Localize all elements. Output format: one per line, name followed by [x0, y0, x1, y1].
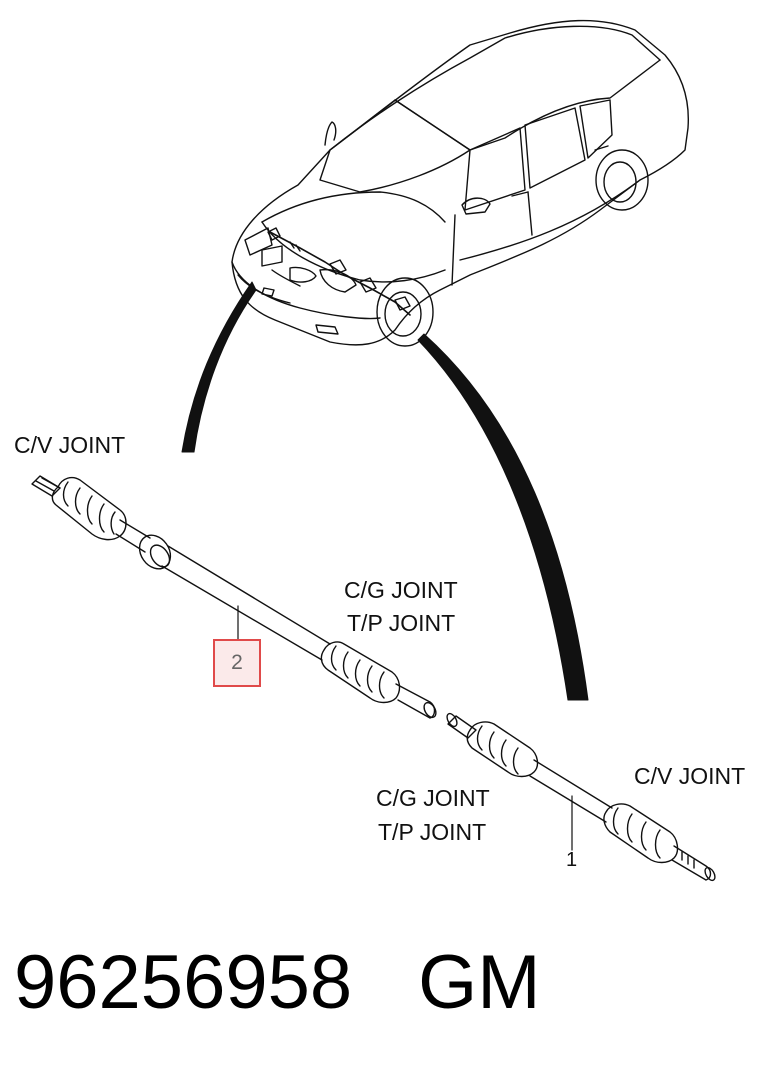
callout-2-highlight[interactable]: 2: [213, 639, 261, 687]
pointer-arrow-right: [417, 333, 589, 701]
drive-shaft-2: [31, 475, 437, 719]
label-cg-joint-upper: C/G JOINT: [344, 577, 458, 603]
label-tp-joint-lower: T/P JOINT: [378, 819, 487, 845]
car-illustration: [231, 19, 689, 347]
label-cv-joint-right: C/V JOINT: [634, 763, 746, 789]
label-cg-joint-lower: C/G JOINT: [376, 785, 490, 811]
pointer-arrow-left: [181, 281, 257, 453]
drive-shaft-1: [446, 712, 716, 882]
part-brand: GM: [418, 940, 541, 1025]
label-cv-joint-left: C/V JOINT: [14, 432, 126, 458]
callout-1[interactable]: 1: [566, 849, 578, 871]
callout-2: 2: [231, 651, 243, 674]
label-tp-joint-upper: T/P JOINT: [347, 610, 456, 636]
part-number: 96256958: [14, 940, 353, 1025]
